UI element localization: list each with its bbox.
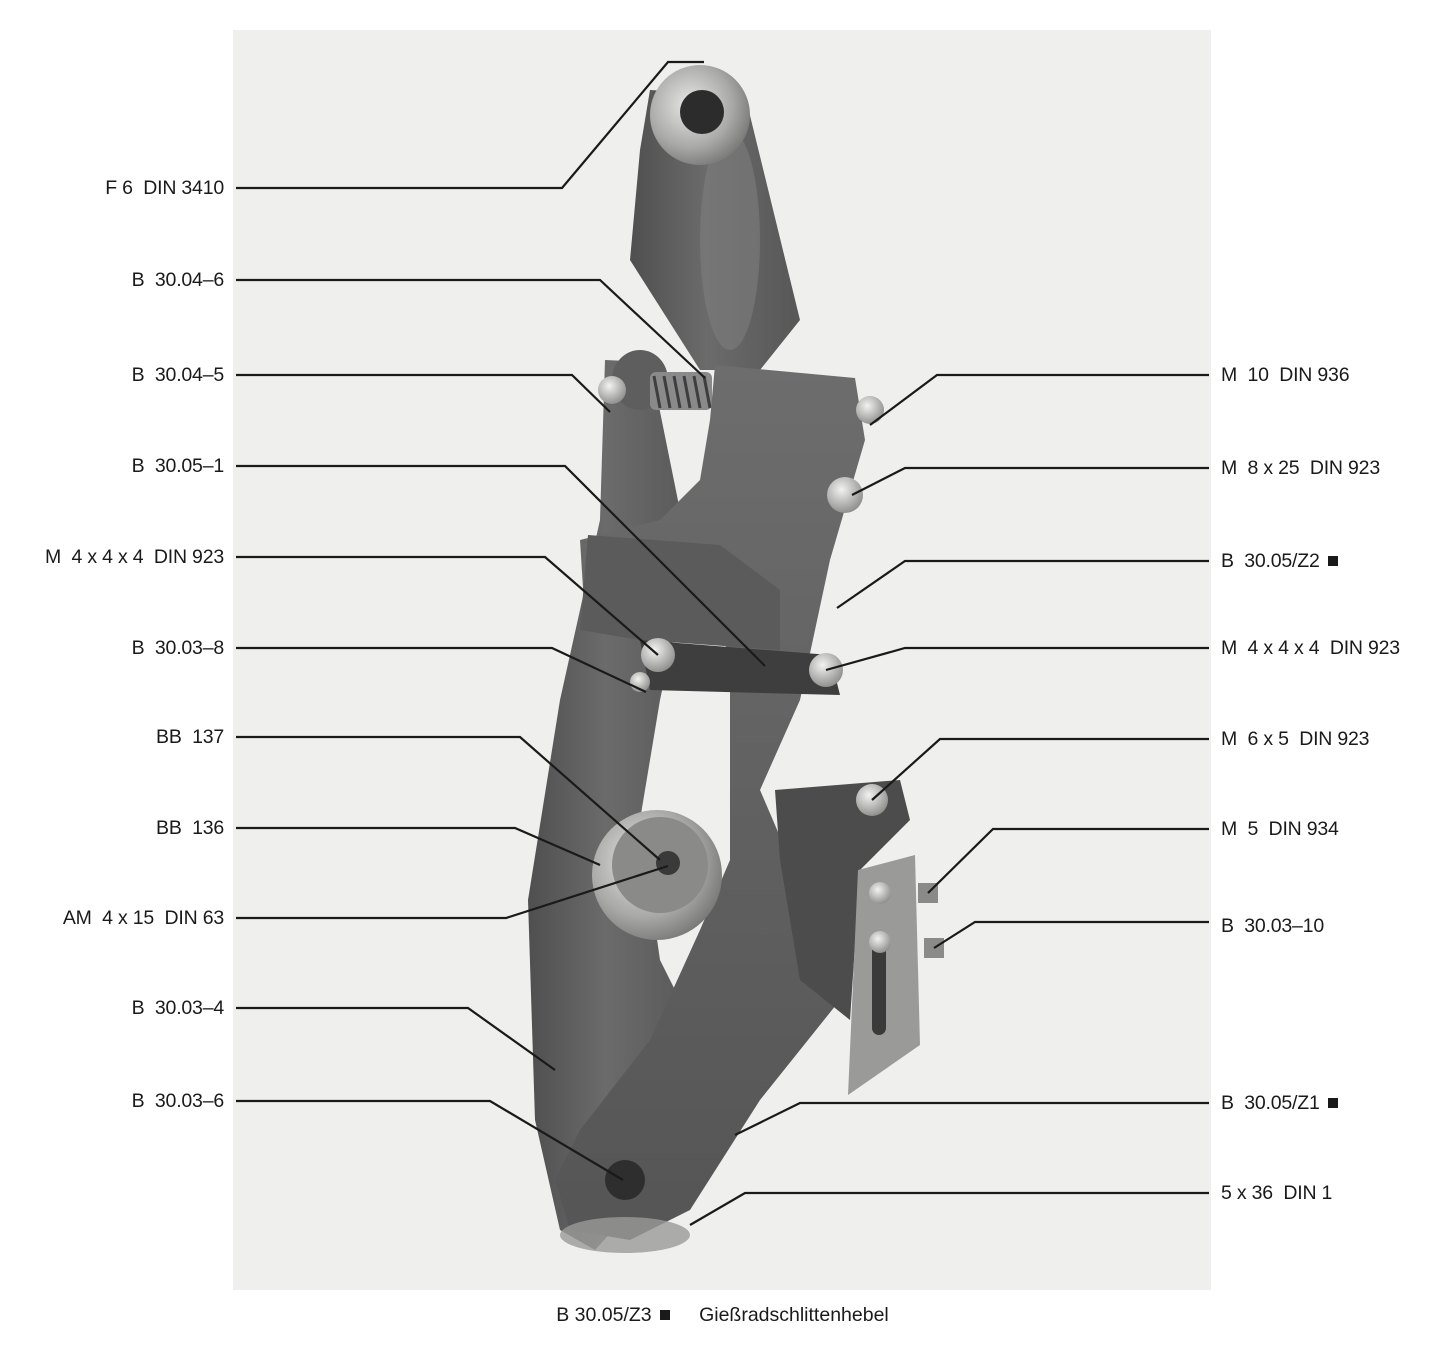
label-b30-04-5: B 30.04–5 bbox=[131, 364, 225, 386]
label-bb137: BB 137 bbox=[156, 726, 224, 748]
label-f6-din-3410: F 6 DIN 3410 bbox=[105, 177, 224, 199]
leader-lines bbox=[236, 60, 1209, 1226]
bottom-washer bbox=[560, 1217, 690, 1253]
label-b30-03-8: B 30.03–8 bbox=[131, 637, 225, 659]
top-arm-ridge bbox=[700, 130, 760, 350]
screw-slider-1 bbox=[869, 882, 891, 904]
label-m4x4x4-din923-left: M 4 x 4 x 4 DIN 923 bbox=[45, 546, 224, 568]
screw-top-right bbox=[856, 396, 884, 424]
front-plate-block bbox=[580, 535, 780, 650]
label-b30-05-z2: B 30.05/Z2 bbox=[1221, 550, 1338, 572]
label-b30-03-4: B 30.03–4 bbox=[131, 997, 225, 1019]
main-lever bbox=[555, 365, 865, 1240]
caption-part-code: B 30.05/Z3 bbox=[556, 1304, 670, 1326]
label-b30-03-10: B 30.03–10 bbox=[1221, 915, 1324, 937]
eye-bore bbox=[680, 90, 724, 134]
label-m6x5-din923: M 6 x 5 DIN 923 bbox=[1221, 728, 1370, 750]
label-m4x4x4-din923-right: M 4 x 4 x 4 DIN 923 bbox=[1221, 637, 1400, 659]
square-marker-icon bbox=[659, 1310, 670, 1320]
slider-slot bbox=[872, 940, 886, 1035]
label-am4x15-din63: AM 4 x 15 DIN 63 bbox=[62, 907, 224, 929]
label-m10-din936: M 10 DIN 936 bbox=[1221, 364, 1350, 386]
label-5x36-din1: 5 x 36 DIN 1 bbox=[1221, 1182, 1333, 1204]
label-b30-05-1: B 30.05–1 bbox=[131, 455, 225, 477]
label-m8x25-din923: M 8 x 25 DIN 923 bbox=[1221, 457, 1380, 479]
label-m5-din934: M 5 DIN 934 bbox=[1221, 818, 1339, 840]
bearing-centre bbox=[656, 851, 680, 875]
adjusting-plate bbox=[775, 780, 910, 1020]
link-bar bbox=[640, 640, 840, 695]
spring-screw-left bbox=[598, 376, 626, 404]
label-b30-04-6: B 30.04–6 bbox=[131, 269, 225, 291]
figure-caption: B 30.05/Z3 Gießradschlittenhebel bbox=[0, 1304, 1445, 1327]
label-b30-03-6: B 30.03–6 bbox=[131, 1090, 225, 1112]
label-bb136: BB 136 bbox=[156, 817, 224, 839]
screw-m8 bbox=[827, 477, 863, 513]
bottom-pivot-hole bbox=[605, 1160, 645, 1200]
coil-spring bbox=[650, 372, 712, 410]
square-marker-icon bbox=[1327, 1098, 1338, 1108]
label-b30-05-z1: B 30.05/Z1 bbox=[1221, 1092, 1338, 1114]
caption-title: Gießradschlittenhebel bbox=[699, 1304, 889, 1326]
square-marker-icon bbox=[1327, 556, 1338, 566]
screw-slider-2 bbox=[869, 931, 891, 953]
